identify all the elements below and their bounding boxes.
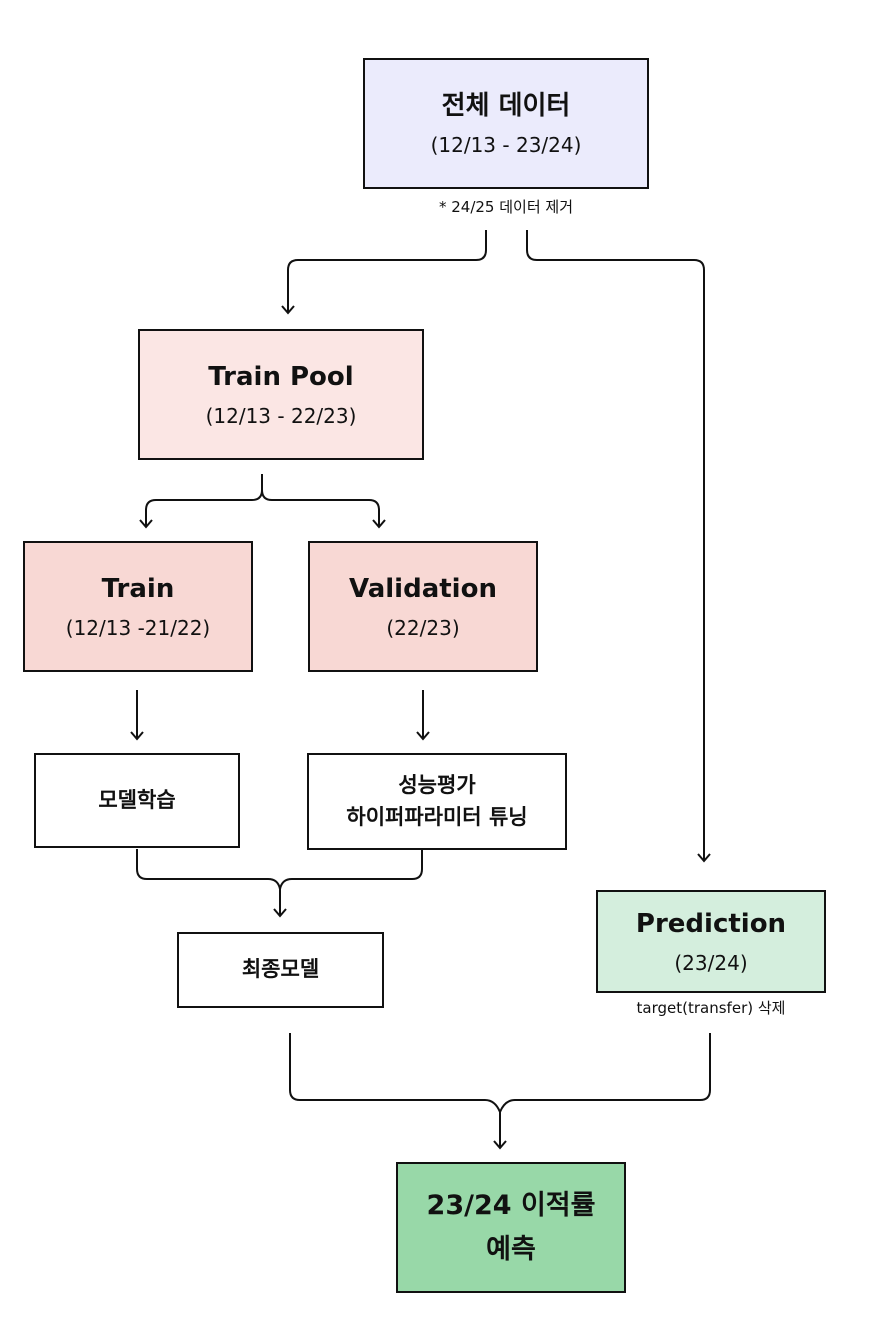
arrow-merge-to-result xyxy=(289,1033,711,1147)
evaluation-line1: 성능평가 xyxy=(398,773,476,797)
evaluation-line2: 하이퍼파라미터 튜닝 xyxy=(346,804,528,829)
validation-box: Validation (22/23) xyxy=(308,541,538,672)
train-pool-period: (12/13 - 22/23) xyxy=(205,404,357,429)
result-line2: 예측 xyxy=(486,1233,536,1265)
all-data-box: 전체 데이터 (12/13 - 23/24) xyxy=(363,58,649,189)
result-box: 23/24 이적률 예측 xyxy=(396,1162,626,1293)
train-box: Train (12/13 -21/22) xyxy=(23,541,253,672)
arrow-all-to-trainpool xyxy=(287,230,487,312)
model-training-box: 모델학습 xyxy=(34,753,240,848)
train-title: Train xyxy=(101,573,175,604)
train-pool-box: Train Pool (12/13 - 22/23) xyxy=(138,329,424,460)
result-line1: 23/24 이적률 xyxy=(426,1190,596,1222)
train-period: (12/13 -21/22) xyxy=(65,616,211,641)
arrow-all-to-prediction xyxy=(526,230,705,860)
arrow-trainpool-split xyxy=(145,474,380,526)
final-model-box: 최종모델 xyxy=(177,932,384,1008)
final-model-label: 최종모델 xyxy=(241,957,320,982)
all-data-title: 전체 데이터 xyxy=(441,90,571,121)
all-data-note: * 24/25 데이터 제거 xyxy=(438,198,574,216)
validation-period: (22/23) xyxy=(386,616,460,641)
validation-title: Validation xyxy=(349,573,497,604)
model-training-label: 모델학습 xyxy=(98,787,176,812)
arrow-merge-to-final xyxy=(136,849,423,915)
prediction-note: target(transfer) 삭제 xyxy=(636,999,786,1017)
prediction-box: Prediction (23/24) xyxy=(596,890,826,993)
prediction-period: (23/24) xyxy=(674,951,748,976)
all-data-period: (12/13 - 23/24) xyxy=(430,133,582,158)
evaluation-box: 성능평가 하이퍼파라미터 튜닝 xyxy=(307,753,567,850)
prediction-title: Prediction xyxy=(635,908,787,939)
train-pool-title: Train Pool xyxy=(208,361,354,392)
